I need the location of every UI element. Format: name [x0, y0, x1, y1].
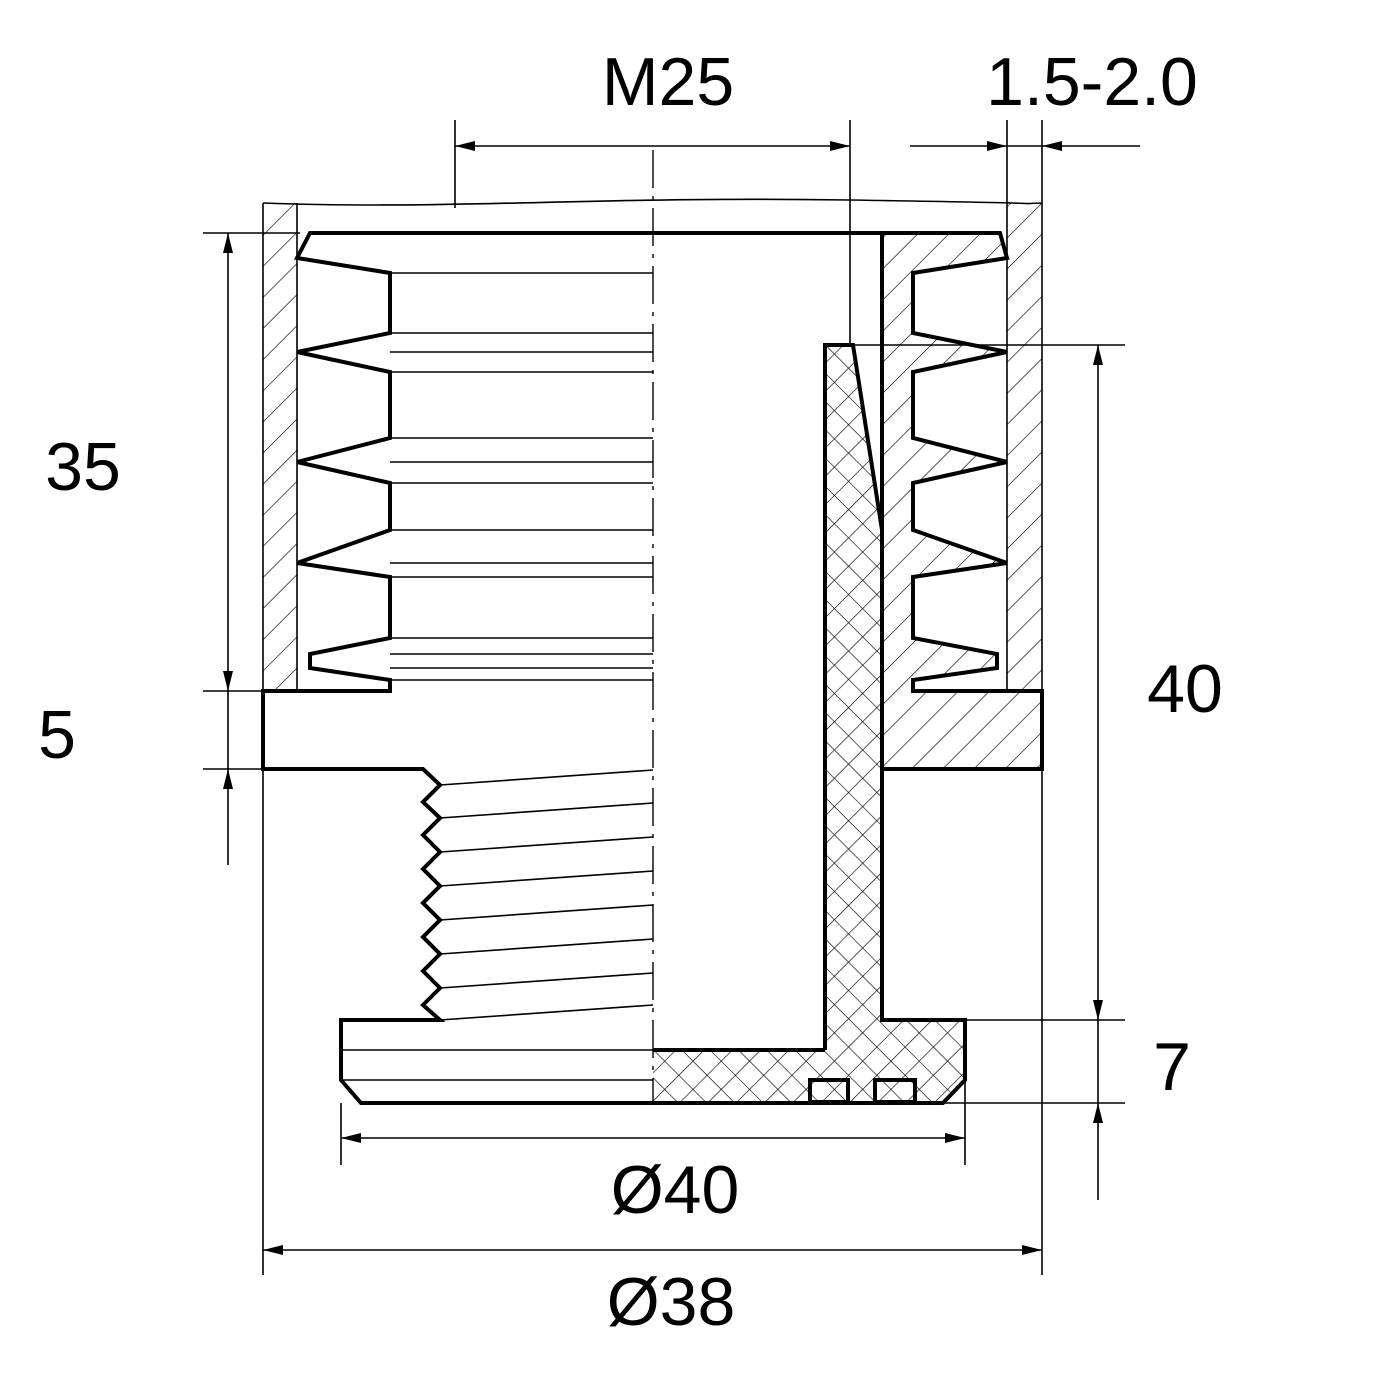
dim-tube-diameter-label: Ø38: [607, 1264, 736, 1340]
tube-wall-right: [262, 198, 1043, 691]
dim-base-height-label: 7: [1153, 1029, 1191, 1105]
dim-wall-thickness-label: 1.5-2.0: [986, 44, 1198, 120]
dim-total-height-label: 40: [1147, 651, 1223, 727]
dim-flange-height-label: 5: [38, 697, 76, 773]
dim-thread-label: M25: [602, 44, 734, 120]
insert-body-left: [261, 231, 853, 1105]
insert-body-right-section: [653, 231, 1044, 1105]
dimension-lines: [223, 141, 1140, 1255]
tube-wall-left: [262, 203, 298, 691]
dim-insert-depth-label: 35: [45, 429, 121, 505]
dim-base-diameter-label: Ø40: [611, 1152, 740, 1228]
